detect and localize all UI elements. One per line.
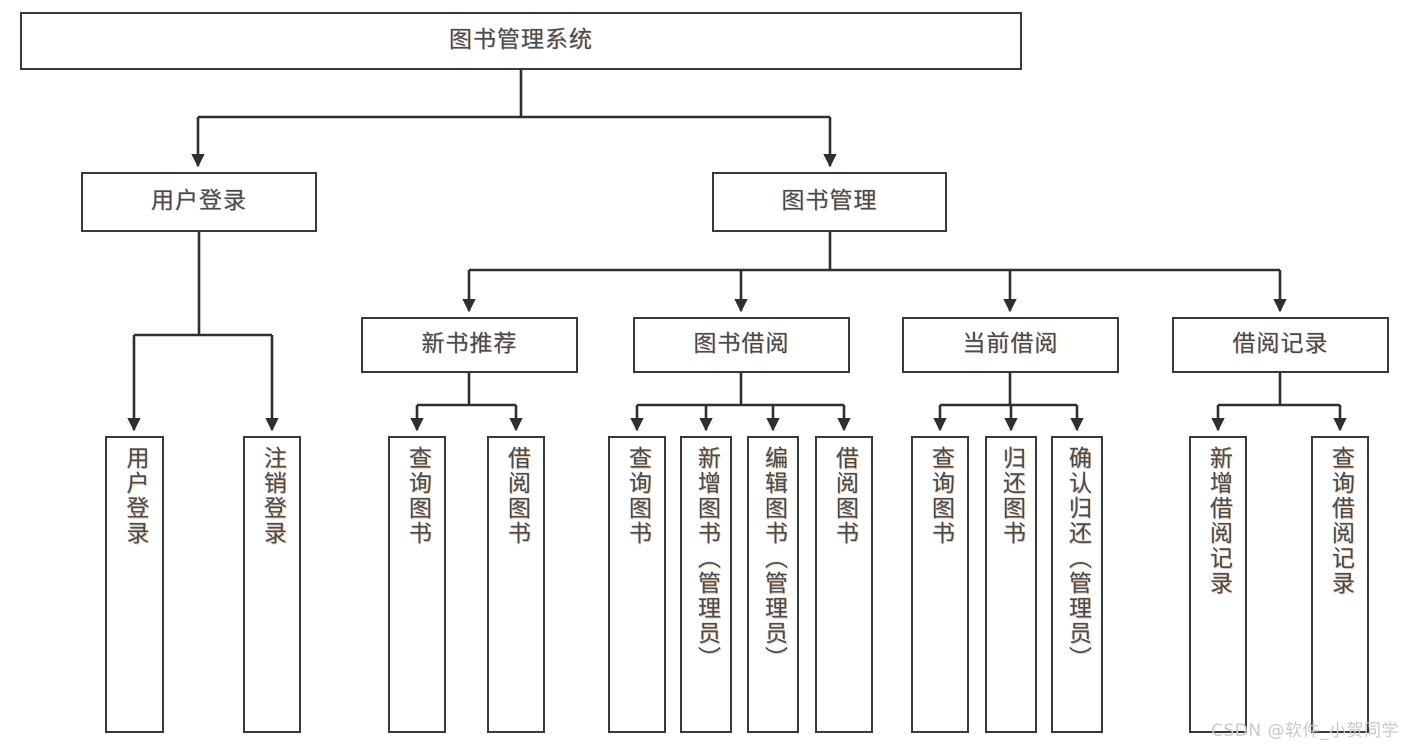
node-borrow-record[interactable]: 借阅记录 — [1172, 317, 1389, 373]
leaf-borrow-book[interactable]: 借阅图书 — [815, 436, 873, 733]
node-root[interactable]: 图书管理系统 — [20, 12, 1022, 70]
leaf-return-book-label: 归还图书 — [998, 446, 1025, 546]
node-borrow-record-label: 借阅记录 — [1232, 331, 1329, 358]
leaf-query-book-borrow-label: 查询图书 — [624, 446, 651, 546]
leaf-add-book-admin-label: 新增图书（管理员） — [693, 446, 720, 671]
leaf-confirm-return-admin-label: 确认归还（管理员） — [1064, 446, 1091, 671]
csdn-watermark: CSDN @软件_小贺同学 — [1211, 721, 1399, 741]
leaf-query-book-recommend-label: 查询图书 — [404, 446, 431, 546]
leaf-return-book[interactable]: 归还图书 — [985, 436, 1037, 733]
node-book-management-label: 图书管理 — [781, 188, 878, 215]
leaf-query-book-borrow[interactable]: 查询图书 — [608, 436, 666, 733]
leaf-add-borrow-record[interactable]: 新增借阅记录 — [1189, 436, 1247, 733]
node-user-login-label: 用户登录 — [151, 188, 247, 215]
leaf-add-borrow-record-label: 新增借阅记录 — [1205, 446, 1232, 596]
leaf-query-borrow-record[interactable]: 查询借阅记录 — [1311, 436, 1369, 733]
node-root-label: 图书管理系统 — [449, 27, 593, 54]
leaf-add-book-admin[interactable]: 新增图书（管理员） — [680, 436, 732, 733]
node-current-borrow[interactable]: 当前借阅 — [902, 317, 1119, 373]
node-new-book-recommend[interactable]: 新书推荐 — [361, 317, 578, 373]
node-book-management[interactable]: 图书管理 — [712, 172, 947, 232]
leaf-query-book-current[interactable]: 查询图书 — [911, 436, 969, 733]
leaf-borrow-book-recommend-label: 借阅图书 — [503, 446, 530, 546]
node-user-login[interactable]: 用户登录 — [81, 172, 317, 232]
node-book-borrow-label: 图书借阅 — [693, 331, 790, 358]
leaf-borrow-book-recommend[interactable]: 借阅图书 — [487, 436, 545, 733]
leaf-edit-book-admin-label: 编辑图书（管理员） — [760, 446, 787, 671]
leaf-borrow-book-label: 借阅图书 — [831, 446, 858, 546]
leaf-query-borrow-record-label: 查询借阅记录 — [1327, 446, 1354, 596]
leaf-edit-book-admin[interactable]: 编辑图书（管理员） — [747, 436, 799, 733]
leaf-user-login[interactable]: 用户登录 — [105, 436, 164, 733]
leaf-user-login-label: 用户登录 — [122, 446, 148, 546]
leaf-logout[interactable]: 注销登录 — [243, 436, 301, 733]
leaf-query-book-current-label: 查询图书 — [927, 446, 954, 546]
leaf-query-book-recommend[interactable]: 查询图书 — [388, 436, 446, 733]
leaf-confirm-return-admin[interactable]: 确认归还（管理员） — [1051, 436, 1103, 733]
node-new-book-recommend-label: 新书推荐 — [421, 331, 518, 358]
node-current-borrow-label: 当前借阅 — [962, 331, 1059, 358]
leaf-logout-label: 注销登录 — [259, 446, 286, 546]
node-book-borrow[interactable]: 图书借阅 — [633, 317, 850, 373]
